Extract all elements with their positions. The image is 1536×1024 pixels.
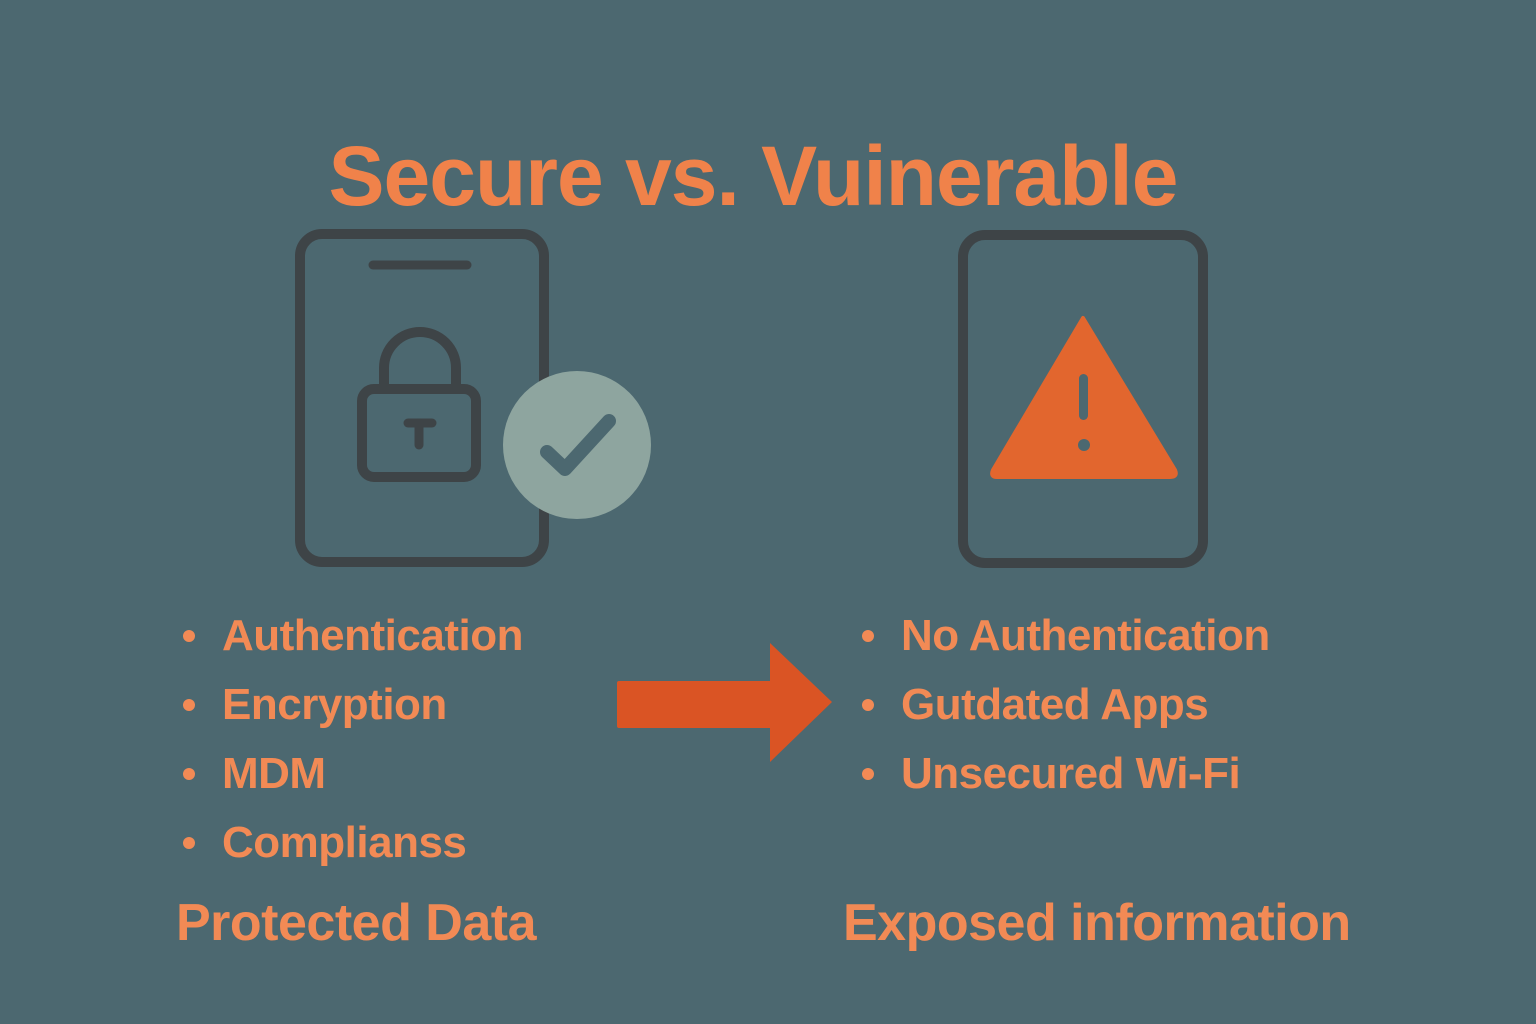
lock-icon xyxy=(357,327,481,482)
list-item: MDM xyxy=(178,739,523,808)
bullet-icon xyxy=(862,768,874,780)
bullet-icon xyxy=(183,699,195,711)
secure-caption: Protected Data xyxy=(176,894,537,952)
page-title: Secure vs. Vuinerable xyxy=(328,129,1179,224)
bullet-icon xyxy=(183,837,195,849)
secure-features-list: Authentication Encryption MDM Complianss xyxy=(178,601,523,877)
list-item: Complianss xyxy=(178,808,523,877)
list-item: No Authentication xyxy=(857,601,1270,670)
list-item: Gutdated Apps xyxy=(857,670,1270,739)
bullet-icon xyxy=(183,630,195,642)
warning-triangle-icon xyxy=(990,316,1178,479)
list-item: Authentication xyxy=(178,601,523,670)
phone-outline xyxy=(958,230,1208,568)
bullet-icon xyxy=(862,699,874,711)
check-badge-icon xyxy=(503,371,651,519)
vulnerable-risks-list: No Authentication Gutdated Apps Unsecure… xyxy=(857,601,1270,808)
vulnerable-caption: Exposed information xyxy=(843,894,1351,952)
bullet-icon xyxy=(183,768,195,780)
list-item: Unsecured Wi-Fi xyxy=(857,739,1270,808)
list-item: Encryption xyxy=(178,670,523,739)
bullet-icon xyxy=(862,630,874,642)
